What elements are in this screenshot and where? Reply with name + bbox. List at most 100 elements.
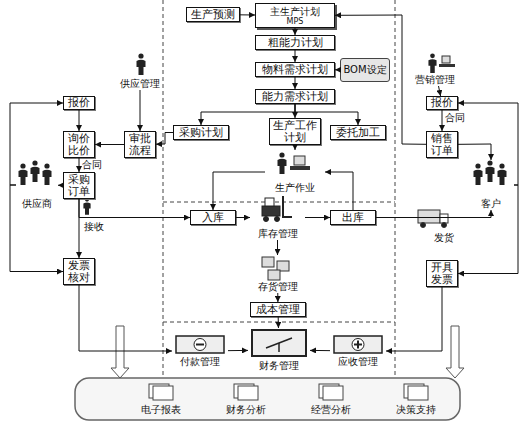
node-text: 客户 [481,198,501,210]
process-box: 主生产计划MPS [255,3,335,28]
coin-shape [352,339,364,351]
finance-icon: 财务管理 [248,328,310,372]
dashed-line [163,0,164,376]
node-text: 库存管理 [258,228,298,240]
node-text: 存货管理 [258,281,298,293]
finance-note-icon [252,330,306,356]
truck-body [418,210,440,223]
banknote-shape [176,336,224,353]
process-box: 报价 [63,96,95,110]
node-text: 采购订单 [66,174,92,198]
stock-boxes-icon [262,257,289,280]
process-box: 生产预测 [186,7,240,22]
flow-arrow [228,350,248,351]
wheel-shape [421,223,426,228]
forklift-icon [262,196,292,222]
process-box: 采购计划 [173,125,229,140]
flow-arrow [295,104,296,118]
paper-shape [323,386,343,400]
node-text: 决策支持 [396,404,436,416]
wheel-shape [264,217,269,222]
node-text: 供应管理 [120,78,160,90]
connector-group [10,15,518,351]
node-text: 生产预测 [191,9,235,21]
equipment-icon: 存货管理 [250,255,305,293]
banknote-shape [252,330,306,356]
report-icon: 财务分析 [215,382,277,416]
flow-arrow [458,185,518,274]
flow-arrow [386,287,442,351]
forklift-cab [265,198,274,206]
marketing-icon [428,53,455,72]
actor-icon: 供应管理 [115,50,165,90]
flow-arrow [140,90,141,131]
worker-icon [278,152,311,174]
flow-arrow [278,317,279,328]
flow-arrow [213,172,265,210]
machine-shape [294,156,305,165]
process-box: 能力需求计划 [255,89,335,104]
node-text: 报价 [68,97,90,109]
node-text: 付款管理 [180,356,220,368]
flow-arrow [10,185,63,272]
node-text: 经营分析 [311,404,351,416]
actor-icon: 客户 [468,160,514,210]
process-box: 出库 [330,210,376,225]
node-text: 电子报表 [141,404,181,416]
node-text: MPS [287,17,304,26]
node-text: BOM设定 [343,64,386,76]
manager-icon [137,53,146,75]
process-box: 开具发票 [426,260,458,287]
desk-shape [290,166,310,170]
process-box: 委托加工 [330,125,386,140]
flow-arrow [335,69,340,70]
person-icon [428,53,436,72]
edge-label: 合同 [82,159,102,171]
node-text: 报价 [431,97,453,109]
flow-arrow [295,50,296,62]
minus-sign [196,344,204,346]
report-icon: 电子报表 [130,382,192,416]
node-text: 生产作业 [275,182,315,194]
node-text: 能力需求计划 [262,91,328,103]
edge-label: 发货 [434,232,454,244]
dashed-divider [163,0,395,376]
actor-icon: 营销管理 [410,52,460,86]
person-icon [486,160,495,182]
flow-arrow [10,103,63,185]
supplier-icon [19,160,52,185]
paper-shape [408,386,428,400]
process-box: 询价比价 [63,131,95,158]
hollow-arrow [111,326,129,378]
node-text: 财务管理 [259,360,299,372]
report-icon: 决策支持 [385,382,447,416]
payment-note-icon [176,336,224,353]
truck-cab [440,214,448,223]
bom-card: BOM设定 [340,58,390,82]
plus-sign [357,341,359,349]
node-text: 委托加工 [336,127,380,139]
hollow-arrow [446,326,464,378]
node-text: 主生产计划 [270,6,320,17]
flow-arrow [79,158,80,172]
receiver-icon [83,198,90,215]
finance-icon: 付款管理 [172,334,228,368]
flow-arrow [277,293,278,302]
box-shape [268,270,280,280]
actor-icon: 生产作业 [265,150,325,194]
process-box: 报价 [426,96,458,110]
node-text: 应收管理 [338,356,378,368]
node-text: 销售订单 [429,133,455,157]
forklift-body [262,206,280,216]
node-text: 审批流程 [127,133,153,157]
node-text: 入库 [202,212,224,224]
edge-label: 合同 [445,112,465,124]
flow-arrow [58,185,63,186]
equipment-icon: 库存管理 [250,195,305,240]
flow-arrow [295,145,296,150]
flow-arrow [442,110,443,131]
flow-arrow [295,104,358,125]
node-text: 粗能力计划 [268,37,323,49]
